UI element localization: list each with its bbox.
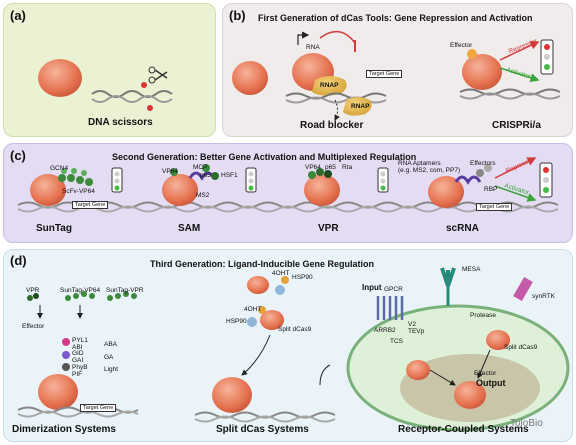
panel-b-graphics	[232, 30, 561, 121]
input-label: Input	[362, 283, 382, 292]
gcn4-label: GCN4	[50, 165, 69, 172]
target-gene-c1: Target Gene	[72, 201, 109, 209]
suntag-dcas9	[30, 174, 66, 206]
pyl1-label: PYL1	[72, 337, 88, 344]
target-gene-d1: Target Gene	[80, 404, 117, 412]
rta-label: Rta	[342, 164, 353, 171]
sam-dcas9	[162, 174, 198, 206]
target-gene-b1: Target Gene	[366, 70, 403, 78]
caption-suntag: SunTag	[36, 223, 72, 234]
caption-scrna: scRNA	[446, 223, 479, 234]
vpr-label-d: VPR	[26, 287, 40, 294]
panel-b-title: First Generation of dCas Tools: Gene Rep…	[258, 13, 533, 23]
vp64-sam-label: VP64	[162, 168, 178, 175]
aptamer-examples-label: (e.g. MS2, com, PP7)	[398, 167, 461, 174]
hsf1-label: HSF1	[221, 172, 238, 179]
effector-right-label: Effector	[474, 370, 497, 377]
caption-split: Split dCas Systems	[216, 424, 309, 435]
aba-label: ABA	[104, 341, 118, 348]
split-dcas9-assembled	[212, 377, 252, 413]
hsp90-label-1: HSP90	[292, 274, 313, 281]
effectors-label: Effectors	[470, 160, 496, 167]
gai-label: GAI	[72, 357, 84, 364]
panel-a-caption: DNA scissors	[88, 117, 153, 128]
panel-c-label: (c)	[10, 148, 26, 163]
p65-vpr-label: p65	[325, 164, 336, 171]
caption-sam: SAM	[178, 223, 201, 234]
ms2-label: MS2	[196, 192, 210, 199]
split-dcas9-label: Split dCas9	[278, 326, 312, 333]
panel-a	[3, 3, 216, 137]
mesa-receptor	[440, 267, 456, 287]
panel-d-graphics	[17, 267, 570, 432]
panel-b-caption-left: Road blocker	[300, 120, 364, 131]
tevp-label: TEVp	[408, 328, 425, 335]
output-label: Output	[476, 378, 506, 388]
vp64-vpr-label: VP64	[305, 164, 321, 171]
light-label: Light	[104, 366, 119, 373]
vpr-dcas9	[304, 174, 340, 206]
panel-d-title: Third Generation: Ligand-Inducible Gene …	[150, 259, 375, 269]
dcas-protein	[38, 59, 82, 97]
rna-label: RNA	[306, 44, 320, 51]
rnap-blocked	[312, 76, 347, 96]
gid1-label: GID	[72, 350, 84, 357]
protease-label: Protease	[470, 312, 497, 319]
panel-b-label: (b)	[229, 8, 246, 23]
suntag-vpr-label: SunTag-VPR	[106, 287, 144, 294]
hsp90-label-2: HSP90	[226, 318, 247, 325]
ga-label: GA	[104, 354, 114, 361]
rnap-label-2: RNAP	[351, 103, 370, 110]
panel-c	[3, 143, 573, 243]
cut-site-icon	[141, 82, 147, 88]
rna-aptamers-label: RNA Aptamers	[398, 160, 441, 167]
synrtk-label: synRTK	[532, 293, 555, 300]
scfv-label: ScFv-VP64	[62, 188, 95, 195]
panel-b-caption-right: CRISPRi/a	[492, 120, 541, 131]
scrna-dcas9	[428, 176, 464, 208]
pif-label: PIF	[72, 371, 83, 378]
tcs-label: TCS	[390, 338, 403, 345]
caption-receptor: Receptor-Coupled Systems	[398, 424, 529, 435]
ohtx-label-2: 4OHT	[244, 306, 262, 313]
dimerization-dcas9	[38, 374, 78, 410]
effector-label-b: Effector	[450, 42, 473, 49]
synrtk-receptor	[513, 276, 533, 302]
panel-a-label: (a)	[10, 8, 26, 23]
ohtx-label-1: 4OHT	[272, 270, 290, 277]
rbp-label: RBP	[484, 186, 498, 193]
gcn4-array	[58, 168, 93, 186]
mcp-label: MCP	[193, 164, 208, 171]
dcas9-effector	[462, 54, 502, 90]
panel-c-graphics	[17, 157, 559, 213]
effector-label-d: Effector	[22, 323, 45, 330]
phyb-label: PhyB	[72, 364, 88, 371]
gpcr-label: GPCR	[384, 286, 403, 293]
v2-label: V2	[408, 321, 416, 328]
split-dcas9-right-label: Split dCas9	[504, 344, 538, 351]
suntag-vp64-label: SunTag-VP64	[60, 287, 101, 294]
watermark: TolоBio	[510, 418, 543, 429]
rnap-free	[343, 97, 372, 116]
rnap-label-1: RNAP	[320, 82, 339, 89]
scissors-icon	[154, 69, 168, 81]
panel-c-title: Second Generation: Better Gene Activatio…	[112, 152, 417, 162]
panel-a-graphics	[38, 59, 173, 111]
mesa-label: MESA	[462, 266, 481, 273]
p65-sam-label: p65	[200, 172, 211, 179]
dna-helix	[91, 90, 173, 98]
ms2-loops	[188, 171, 216, 181]
arrb2-label: ARRB2	[374, 327, 396, 334]
gpcr-icon	[376, 296, 404, 320]
caption-vpr: VPR	[318, 223, 339, 234]
caption-dimerization: Dimerization Systems	[12, 424, 116, 435]
target-gene-c2: Target Gene	[476, 203, 513, 211]
panel-d-label: (d)	[10, 253, 27, 268]
abi-label: ABI	[72, 344, 83, 351]
